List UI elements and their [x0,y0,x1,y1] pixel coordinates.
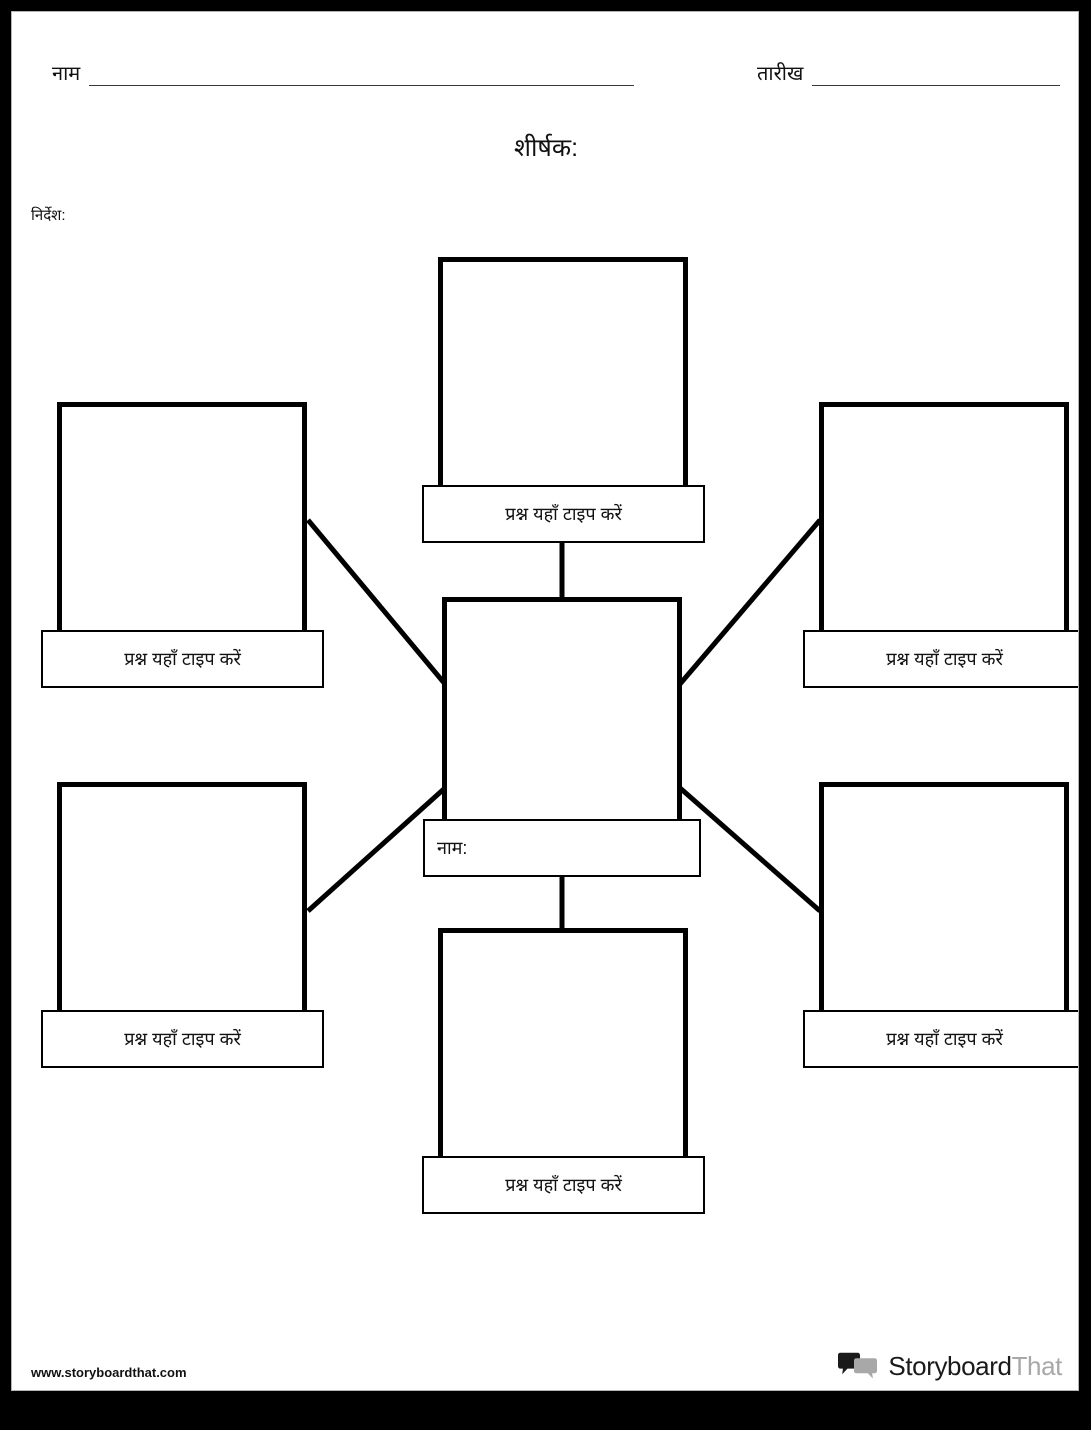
satellite-node-right-lower[interactable]: प्रश्न यहाँ टाइप करें [803,782,1078,1068]
page-title[interactable]: शीर्षक: [513,134,579,162]
hub-node-center[interactable]: नाम: [423,597,720,877]
satellite-caption-left-upper[interactable]: प्रश्न यहाँ टाइप करें [41,630,324,688]
satellite-drawing-area-right-upper[interactable] [819,402,1069,635]
connector-right-lower [678,786,822,913]
satellite-drawing-area-bottom[interactable] [438,928,688,1161]
connector-lines [306,518,822,931]
footer-website-url[interactable]: www.storyboardthat.com [31,1365,187,1380]
connector-left-lower [306,786,447,913]
satellite-caption-right-lower[interactable]: प्रश्न यहाँ टाइप करें [803,1010,1078,1068]
satellite-node-left-lower[interactable]: प्रश्न यहाँ टाइप करें [41,782,340,1068]
satellite-node-top[interactable]: प्रश्न यहाँ टाइप करें [422,257,721,543]
satellite-caption-top[interactable]: प्रश्न यहाँ टाइप करें [422,485,705,543]
worksheet-page: नाम तारीख शीर्षक: निर्देश: [11,11,1079,1391]
satellite-drawing-area-top[interactable] [438,257,688,490]
connector-left-upper [306,518,447,686]
date-field[interactable]: तारीख [757,63,1061,86]
name-field-rule[interactable] [89,65,635,86]
storyboardthat-logo[interactable]: StoryboardThat [837,1352,1062,1380]
directions-label[interactable]: निर्देश: [31,207,66,224]
hub-drawing-area[interactable] [442,597,682,825]
header-fields-row: नाम तारीख [12,63,1078,96]
hub-caption[interactable]: नाम: [423,819,701,877]
satellite-drawing-area-left-lower[interactable] [57,782,307,1015]
satellite-node-bottom[interactable]: प्रश्न यहाँ टाइप करें [422,928,721,1214]
connector-right-upper [678,518,822,686]
concept-map-diagram: प्रश्न यहाँ टाइप करें प्रश्न यहाँ टाइप क… [12,12,1078,1390]
date-field-rule[interactable] [812,65,1061,86]
logo-word-storyboard: Storyboard [888,1351,1012,1381]
name-field[interactable]: नाम [52,63,635,86]
satellite-caption-left-lower[interactable]: प्रश्न यहाँ टाइप करें [41,1010,324,1068]
date-field-label: तारीख [757,63,804,85]
name-field-label: नाम [52,63,81,85]
satellite-drawing-area-right-lower[interactable] [819,782,1069,1015]
logo-word-that: That [1011,1351,1063,1381]
satellite-drawing-area-left-upper[interactable] [57,402,307,635]
satellite-node-left-upper[interactable]: प्रश्न यहाँ टाइप करें [41,402,340,688]
satellite-caption-bottom[interactable]: प्रश्न यहाँ टाइप करें [422,1156,705,1214]
speech-bubbles-icon [838,1352,878,1379]
satellite-caption-right-upper[interactable]: प्रश्न यहाँ टाइप करें [803,630,1078,688]
logo-wordmark: StoryboardThat [888,1353,1062,1379]
satellite-node-right-upper[interactable]: प्रश्न यहाँ टाइप करें [803,402,1078,688]
